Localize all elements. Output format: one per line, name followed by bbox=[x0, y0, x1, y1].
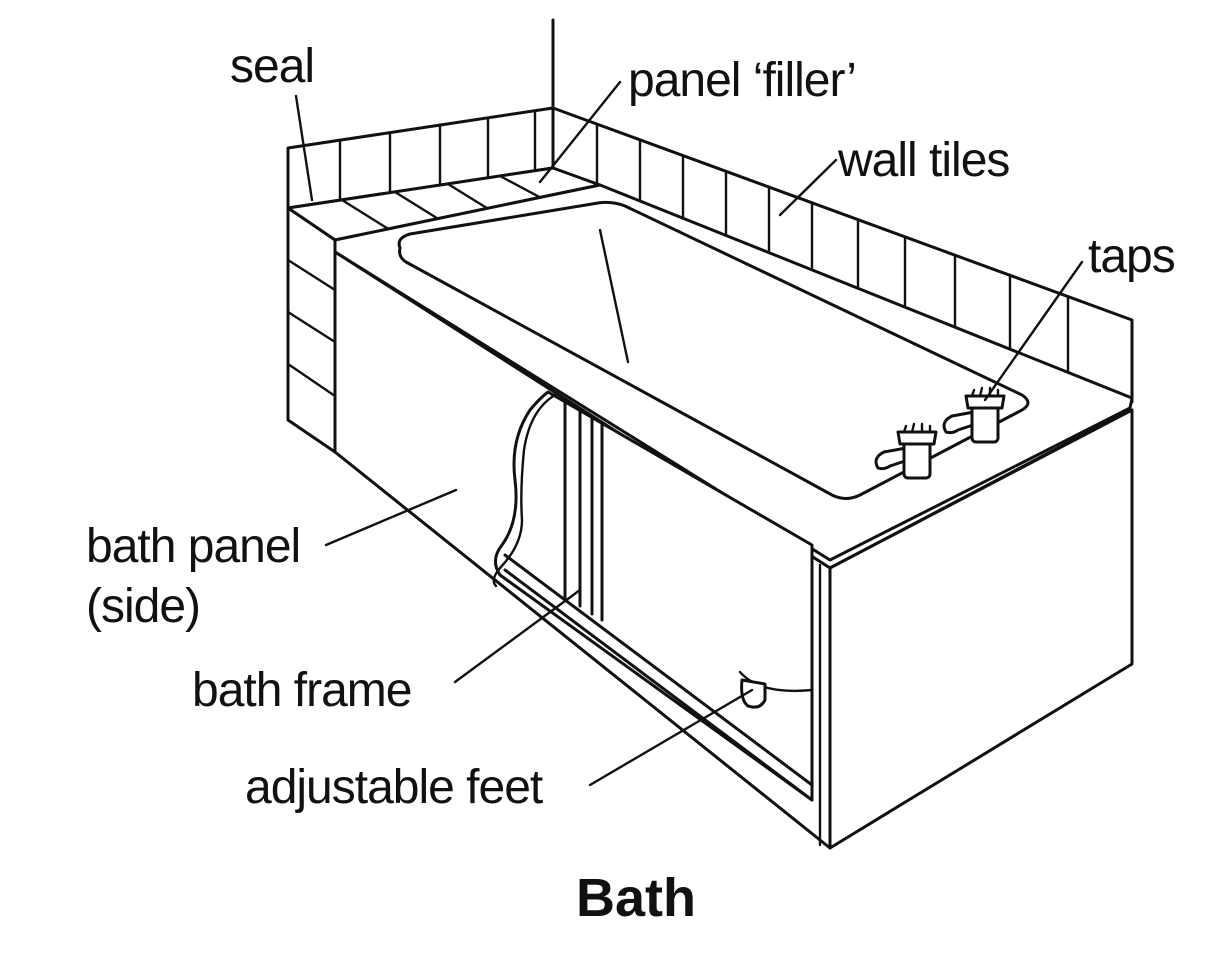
taps-leader bbox=[983, 260, 1084, 402]
bath-basin bbox=[397, 200, 1030, 500]
tap-left bbox=[874, 422, 938, 480]
label-taps: taps bbox=[1088, 230, 1175, 283]
label-wall-tiles: wall tiles bbox=[837, 134, 1009, 187]
label-bath-frame: bath frame bbox=[192, 664, 411, 717]
label-bath-panel: bath panel bbox=[86, 520, 300, 573]
panel-filler-leader bbox=[538, 80, 622, 184]
bath-frame-leader bbox=[453, 588, 582, 684]
taps bbox=[874, 386, 1006, 480]
label-bath-panel-side: (side) bbox=[86, 580, 200, 633]
diagram-title: Bath bbox=[576, 868, 696, 928]
bath-end-panel bbox=[818, 408, 1134, 850]
label-seal: seal bbox=[230, 40, 314, 93]
bath-frame-cutaway bbox=[492, 390, 814, 802]
basin-leader bbox=[598, 228, 630, 364]
bath-panel-leader bbox=[324, 488, 458, 547]
tap-right bbox=[942, 386, 1006, 444]
label-adjustable-feet: adjustable feet bbox=[245, 761, 543, 814]
wall-tiles-leader bbox=[778, 158, 838, 217]
wall-tiles bbox=[551, 106, 1134, 404]
seal-leader bbox=[294, 94, 314, 202]
label-panel-filler: panel ‘filler’ bbox=[628, 54, 856, 107]
adjustable-feet-leader bbox=[588, 688, 754, 787]
end-panel bbox=[286, 206, 337, 454]
